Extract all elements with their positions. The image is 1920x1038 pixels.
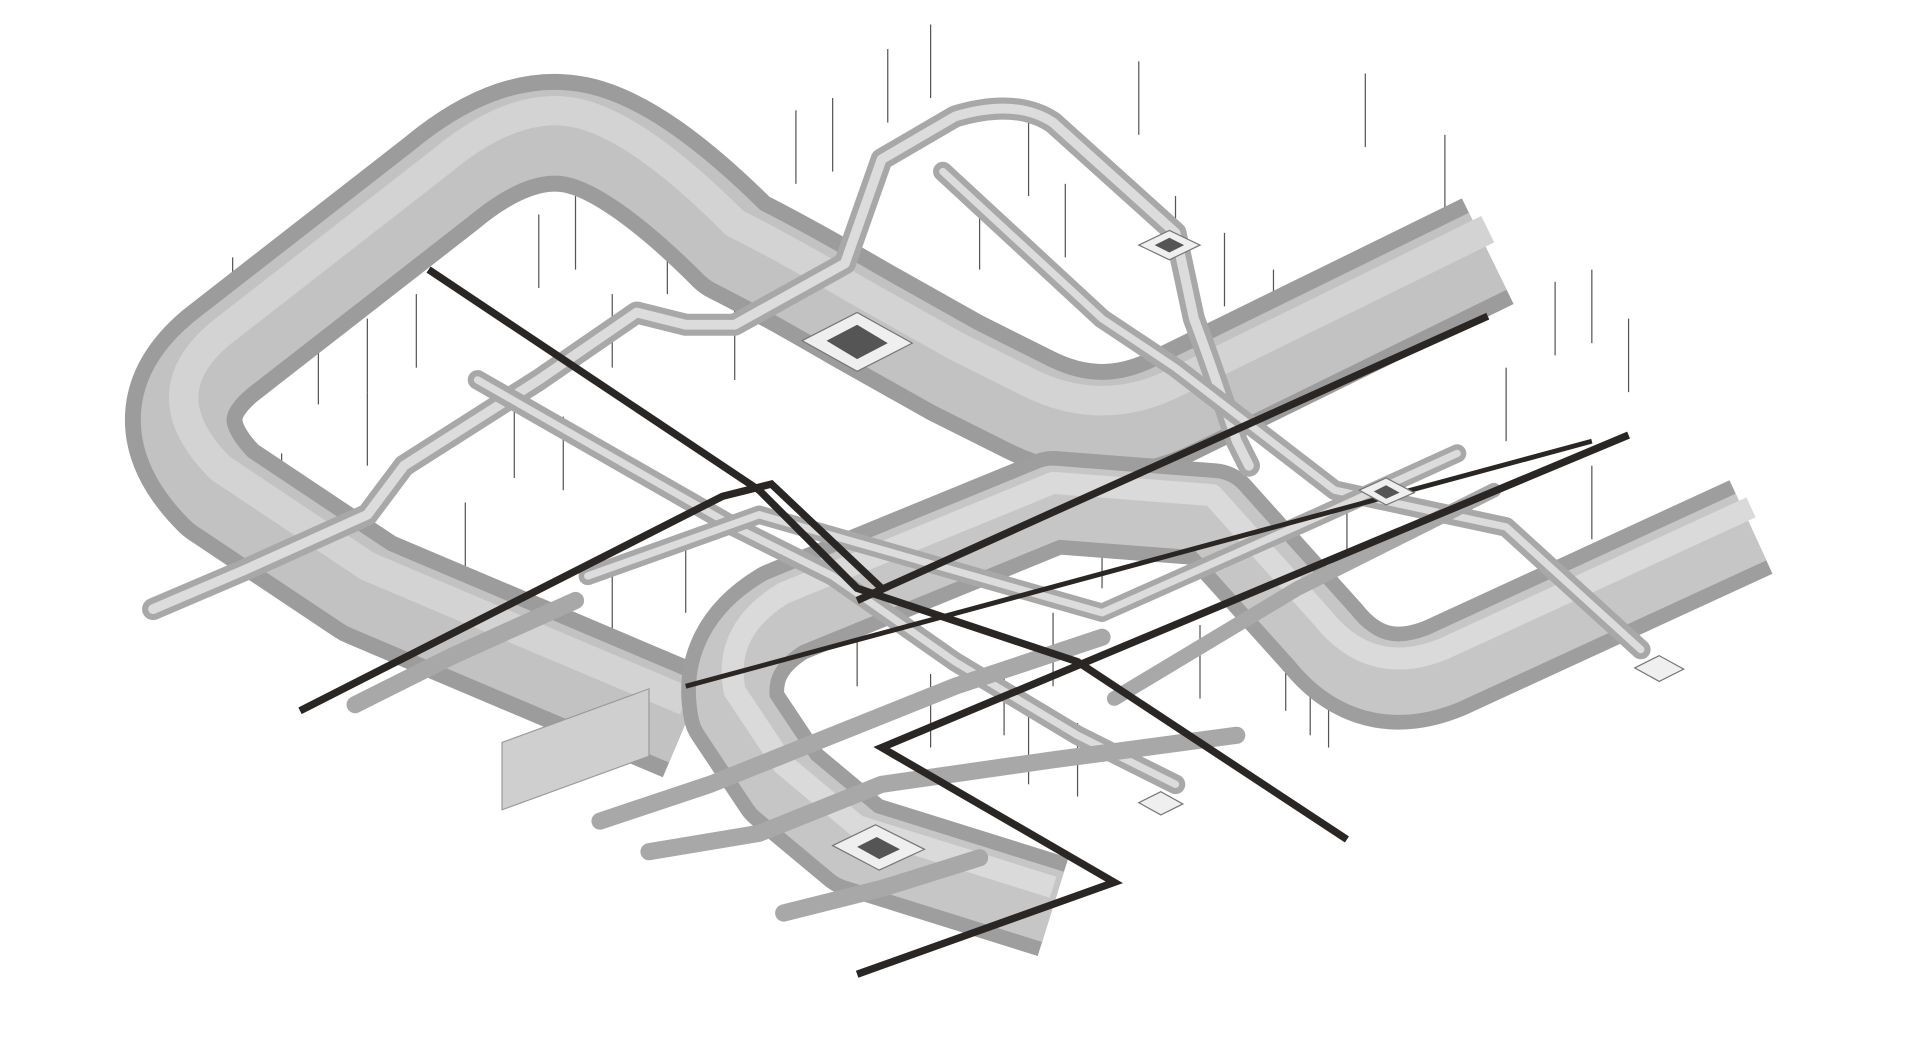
- duct-end-box: [501, 688, 650, 811]
- ceiling-diffusers: [800, 229, 1685, 871]
- diffuser: [831, 824, 926, 871]
- diffuser: [1633, 654, 1685, 683]
- diffuser: [800, 311, 914, 373]
- round-pipes: [142, 97, 1651, 922]
- cable-tray-rails: [298, 266, 1630, 978]
- diffuser: [1357, 477, 1416, 506]
- main-supply-duct: [125, 73, 1514, 778]
- diffuser: [1137, 790, 1185, 816]
- diffuser: [1137, 229, 1202, 261]
